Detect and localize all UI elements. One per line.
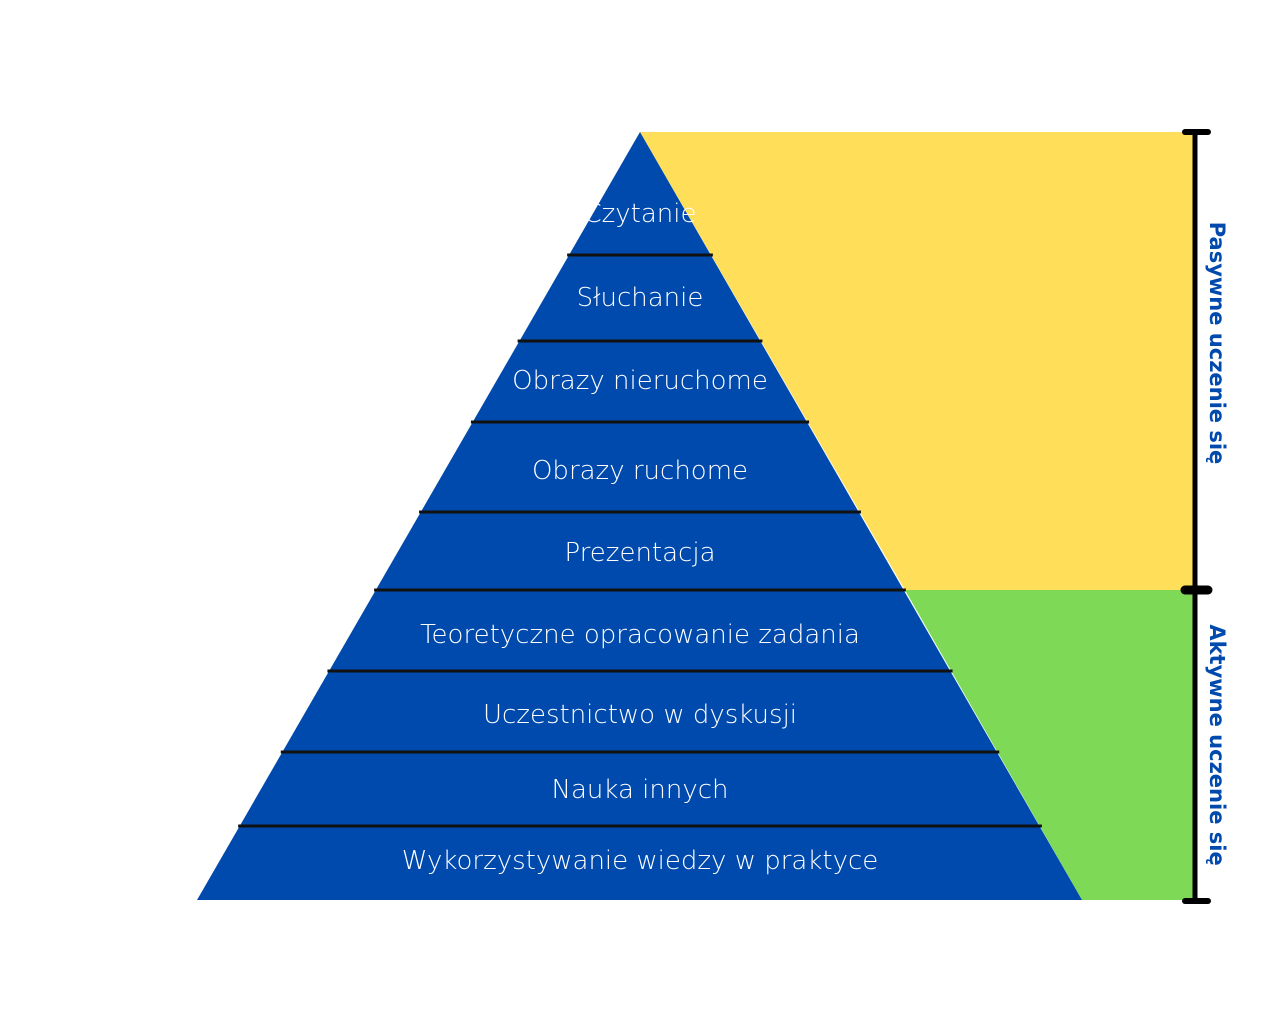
level-label-5: Prezentacja bbox=[564, 538, 715, 568]
passive-learning-label: Pasywne uczenie się bbox=[1205, 222, 1229, 465]
active-learning-region bbox=[905, 590, 1195, 900]
level-label-2: Słuchanie bbox=[577, 283, 704, 313]
level-label-3: Obrazy nieruchome bbox=[512, 366, 768, 396]
passive-learning-region bbox=[640, 132, 1195, 590]
level-label-7: Uczestnictwo w dyskusji bbox=[483, 700, 797, 730]
level-label-1: Czytanie bbox=[583, 199, 696, 229]
level-label-4: Obrazy ruchome bbox=[532, 456, 748, 486]
pyramid bbox=[197, 132, 1082, 900]
active-learning-label: Aktywne uczenie się bbox=[1205, 624, 1229, 865]
level-dividers bbox=[238, 253, 1042, 828]
level-label-9: Wykorzystywanie wiedzy w praktyce bbox=[402, 846, 879, 876]
level-label-8: Nauka innych bbox=[552, 775, 729, 805]
group-bracket bbox=[1180, 129, 1213, 904]
level-label-6: Teoretyczne opracowanie zadania bbox=[420, 620, 860, 650]
